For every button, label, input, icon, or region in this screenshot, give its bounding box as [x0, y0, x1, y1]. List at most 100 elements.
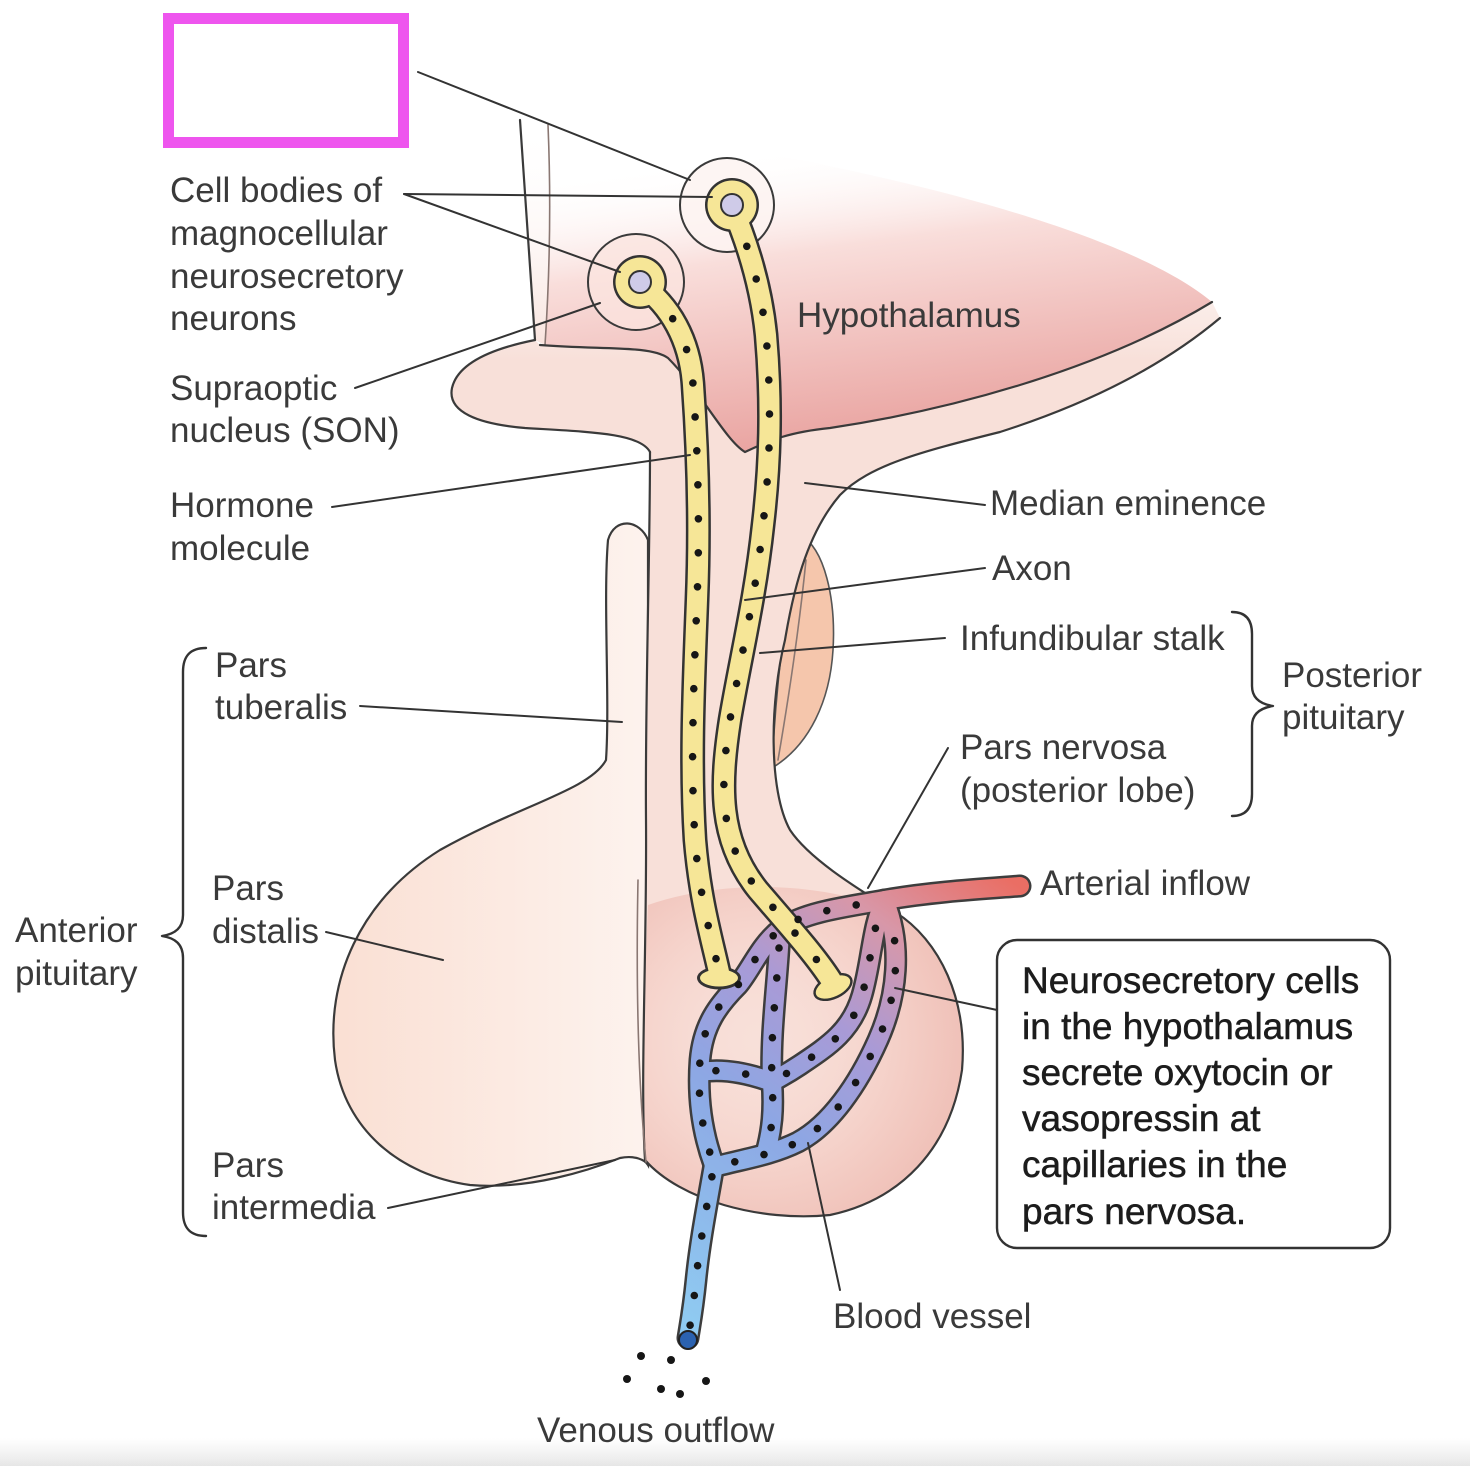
leader-line-pars-nervosa: [867, 747, 949, 889]
hormone-dot: [747, 877, 756, 885]
label-line: distalis: [212, 912, 319, 951]
leader-line-median-eminence: [804, 482, 986, 506]
hormone-dot: [765, 444, 773, 452]
hormone-dot: [692, 617, 700, 625]
vessel-dot: [831, 1035, 840, 1043]
vessel-dot: [866, 1052, 874, 1061]
released-hormone-dot: [623, 1375, 631, 1383]
label-line: Hormone: [170, 486, 314, 525]
leader-line-cell-bodies: [403, 193, 713, 198]
vessel-dot: [891, 966, 900, 975]
vessel-dot: [890, 936, 899, 945]
hormone-dot: [693, 583, 702, 591]
stalk-back-inner-line: [777, 559, 807, 761]
anterior-lobe: [332, 522, 650, 1187]
label-cell-bodies: Cell bodies of magnocellular neurosecret…: [170, 171, 413, 338]
hormone-dot: [689, 379, 697, 387]
hormone-dot: [765, 376, 773, 384]
hormone-dot: [689, 786, 697, 795]
vessel-dot: [768, 1033, 777, 1042]
hormone-dot: [682, 345, 691, 354]
vessel-dot: [850, 1011, 858, 1020]
anterior-pituitary-bracket: [160, 646, 208, 1238]
vessel-dot: [768, 1093, 777, 1102]
leader-line-axon: [744, 567, 986, 601]
released-hormone-dot: [637, 1352, 645, 1360]
vessel-dot: [702, 1202, 711, 1211]
callout-line: secrete oxytocin or: [1022, 1052, 1333, 1093]
vessel-dot: [708, 1173, 716, 1181]
vessel-dot: [773, 974, 781, 982]
vessel-dot: [693, 1261, 702, 1270]
vessel-dot: [731, 1158, 739, 1166]
bottom-shade: [0, 1438, 1470, 1466]
label-line: neurosecretory: [170, 257, 404, 296]
hormone-dot: [731, 847, 739, 855]
label-blood-vessel: Blood vessel: [833, 1297, 1031, 1336]
label-pars-tuberalis: Pars tuberalis: [215, 646, 347, 727]
hormone-dot: [812, 955, 821, 964]
hormone-dot: [668, 314, 677, 323]
vessel-dot: [695, 1089, 704, 1097]
cell-nucleus: [628, 270, 652, 294]
axon-pvn: [713, 197, 841, 990]
label-line: Pars: [212, 1146, 284, 1185]
hormone-dot: [751, 579, 759, 587]
hormone-dot: [689, 718, 697, 727]
label-line: neurons: [170, 299, 296, 338]
vessel-dot: [767, 1063, 776, 1072]
axon-terminal: [700, 969, 738, 987]
leader-line-callout: [894, 987, 998, 1011]
vessel-dot: [712, 1066, 720, 1075]
vessel-dot: [878, 1025, 887, 1033]
highlight-box[interactable]: [163, 13, 409, 148]
leader-line-pars-tuberalis: [359, 705, 623, 723]
label-line: Pars: [215, 646, 287, 685]
hormone-dot: [743, 242, 751, 251]
label-line: magnocellular: [170, 214, 388, 253]
label-line: Posterior: [1282, 656, 1422, 695]
callout-line: vasopressin at: [1022, 1098, 1261, 1139]
label-pars-nervosa: Pars nervosa (posterior lobe): [960, 728, 1195, 810]
vessel-dot: [701, 1030, 709, 1038]
callout-line: Neurosecretory cells: [1022, 960, 1359, 1001]
label-hypothalamus: Hypothalamus: [797, 296, 1021, 335]
outline-pars-intermedia: [636, 879, 647, 1163]
cell-nucleus: [720, 193, 744, 217]
vessel-dot: [690, 1291, 699, 1300]
hormone-dot: [760, 512, 768, 520]
label-line: pituitary: [15, 954, 138, 993]
label-line: pituitary: [1282, 698, 1405, 737]
outline-tube-left: [518, 118, 537, 342]
vessel-dot: [871, 924, 880, 933]
vessel-dot: [696, 1059, 704, 1067]
hormone-dot: [756, 545, 764, 554]
vessel-dot: [686, 1321, 694, 1329]
callout-box: [995, 938, 1392, 1250]
hormone-dot: [691, 413, 699, 421]
callout-text: Neurosecretory cells in the hypothalamus…: [1022, 960, 1370, 1232]
hormone-dot: [694, 515, 703, 523]
leader-line-cell-bodies: [403, 193, 621, 273]
leader-line-infundibular-stalk: [759, 637, 946, 654]
hormone-dot: [739, 646, 747, 654]
hormone-dot: [722, 746, 730, 755]
label-axon: Axon: [992, 549, 1072, 588]
leader-line-highlight-box: [417, 71, 691, 181]
vessel-dot: [852, 901, 860, 909]
hormone-dot: [694, 549, 703, 557]
hormone-dot: [712, 954, 720, 963]
label-posterior-pituitary: Posterior pituitary: [1282, 656, 1432, 737]
label-line: nucleus (SON): [170, 411, 400, 450]
vessel-dot: [741, 1070, 750, 1078]
hormone-dot: [726, 713, 735, 721]
label-pars-intermedia: Pars intermedia: [212, 1146, 376, 1227]
label-hormone-molecule: Hormone molecule: [170, 486, 324, 568]
hormone-dot: [694, 481, 702, 489]
label-anterior-pituitary: Anterior pituitary: [15, 911, 147, 993]
hormone-dot: [691, 651, 699, 659]
label-line: Supraoptic: [170, 369, 337, 408]
venous-end-cap: [678, 1330, 698, 1350]
leader-lines: [325, 71, 998, 1291]
leader-line-pars-intermedia: [387, 1159, 616, 1209]
